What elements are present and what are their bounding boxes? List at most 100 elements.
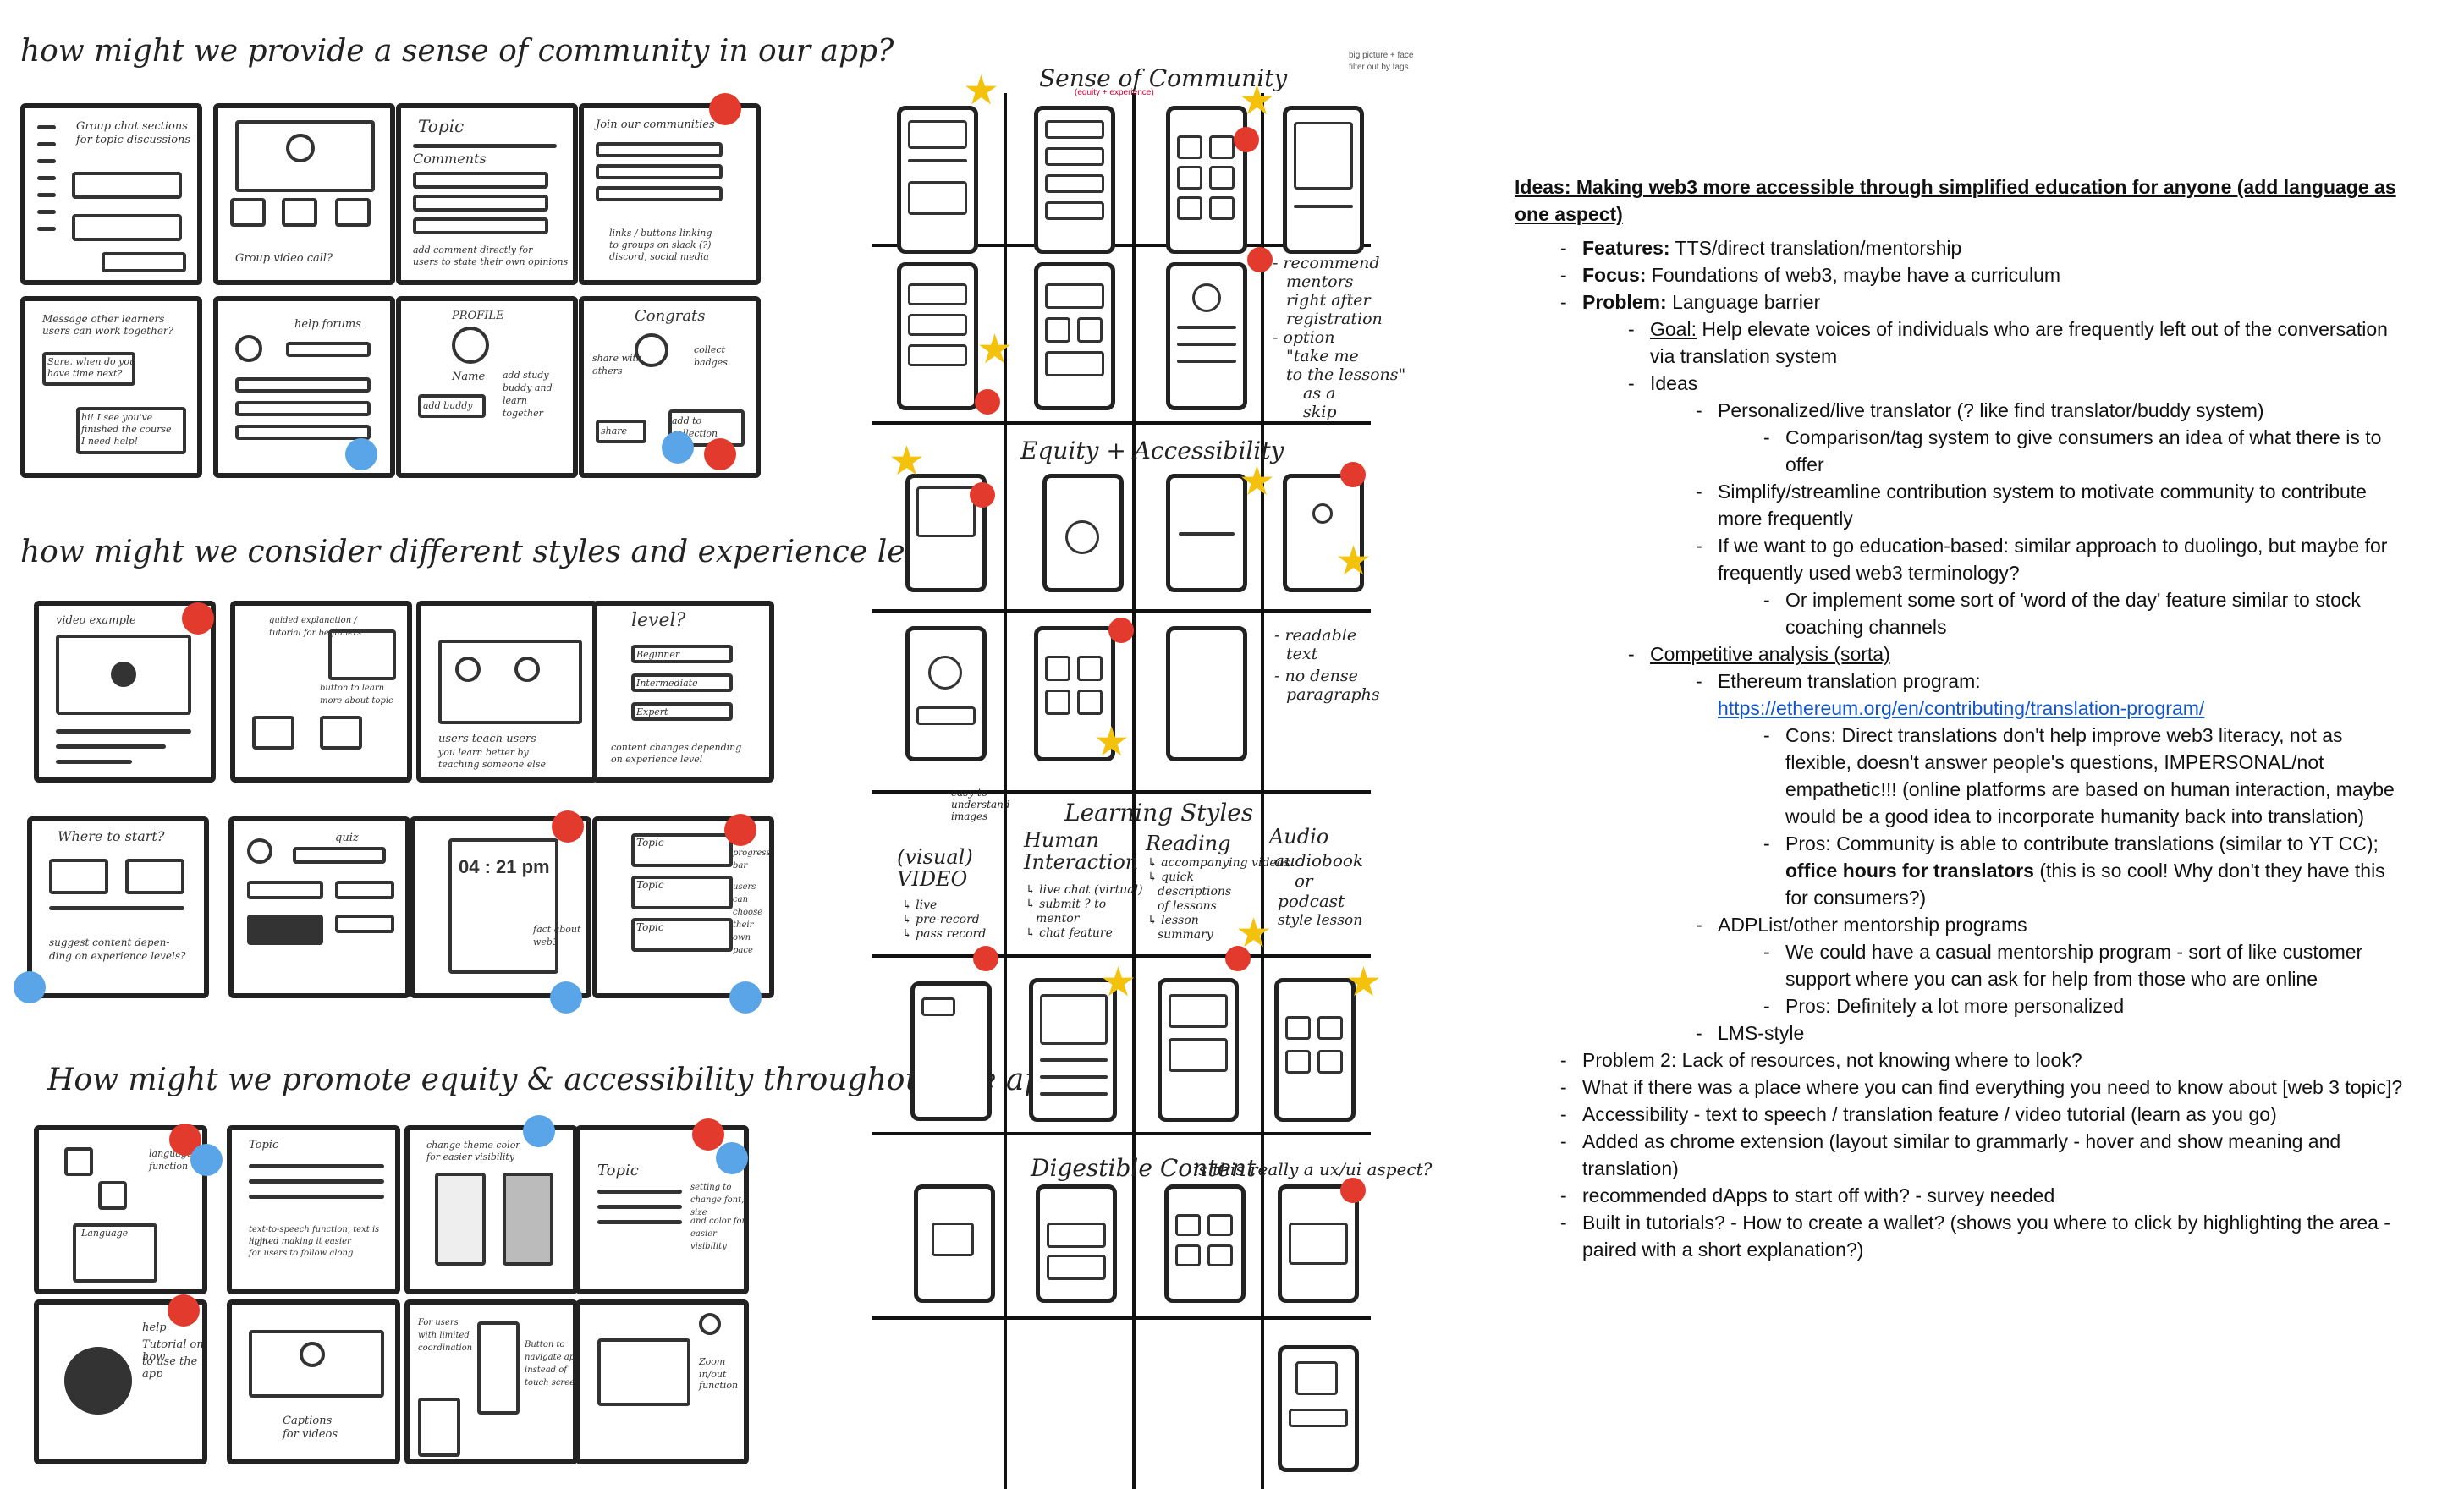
sketch-note: quiz [335,832,359,844]
learning-col-head: (visual) VIDEO [897,845,973,891]
red-sticker-icon [552,810,584,843]
star-icon: ★ [1335,539,1372,584]
top-note: filter out by tags [1349,63,1409,72]
sketch-card: Join our communities links / buttons lin… [579,103,761,285]
star-icon: ★ [1093,720,1130,765]
learning-col-head: Reading [1146,832,1231,855]
phone-sketch [1164,1184,1246,1303]
red-sticker-icon [704,438,736,470]
notes-item: -ADPList/other mentorship programs [1696,914,2027,936]
sketch-card: help Tutorial on how to use the app [34,1299,207,1464]
sketch-note: function [699,1380,739,1391]
red-sticker-icon [709,93,741,125]
sketch-note: Message other learners [42,313,165,325]
note-line: paragraphs [1286,685,1380,704]
note-line: - option [1273,328,1335,347]
notes-item: -Comparison/tag system to give consumers… [1763,426,2382,475]
notes-item: -Simplify/streamline contribution system… [1696,481,2367,530]
star-icon: ★ [963,69,1000,113]
notes-item: -Competitive analysis (sorta) [1628,643,1890,665]
star-icon: ★ [888,439,926,484]
notes-item: -Built in tutorials? - How to create a w… [1560,1212,2390,1261]
notes-item: -Focus: Foundations of web3, maybe have … [1560,264,2061,286]
sketch-note: Topic [249,1139,279,1151]
sketch-note: Language [81,1228,129,1239]
sketch-note: have time next? [47,368,123,379]
phone-sketch [914,1184,995,1303]
learning-col-line: mentor [1036,912,1080,926]
sketch-note: Sure, when do you [47,356,136,367]
learning-col-line: podcast [1278,891,1345,911]
sketch-note: button to learn more about topic [320,684,393,706]
sketch-note: Intermediate [636,678,698,689]
phone-sketch [1034,106,1115,254]
learning-col-head: Audio [1269,825,1329,849]
phone-sketch [1166,474,1247,592]
sketch-note: for videos [283,1428,338,1441]
learning-col-line: style lesson [1278,912,1363,929]
blue-sticker-icon [523,1115,555,1147]
learning-col-line: ↳ pass record [902,927,987,941]
sketch-note: For users with limited coordination [418,1318,473,1353]
sketch-note: and color for easier visibility [690,1217,746,1251]
ideas-notes: Ideas: Making web3 more accessible throu… [1515,173,2403,1263]
blue-sticker-icon [662,431,694,464]
sketch-note: progress bar [733,849,771,871]
sketch-card: level? Beginner Intermediate Expert cont… [592,601,774,783]
phone-sketch [1029,978,1117,1122]
star-icon: ★ [1345,960,1383,1005]
learning-col-line: ↳ accompanying videos [1147,856,1290,870]
sketch-note: suggest content depen- [49,937,170,948]
sketch-note: help forums [294,318,361,331]
learning-col-line: or [1295,871,1313,891]
sketch-note: for users to follow along [249,1249,354,1258]
sketch-note: lighted making it easier [249,1237,351,1246]
sketch-note: text-to-speech function, text is high- [249,1225,380,1247]
sketch-note: Button to navigate app instead of touch … [525,1340,578,1387]
sketch-note: Topic [636,837,664,849]
learning-col-head: Human Interaction [1024,828,1139,874]
sketch-card: video example [34,601,216,783]
section-title: Equity + Accessibility [1020,437,1284,464]
learning-col-line: descriptions [1158,885,1232,898]
sketch-card: users teach users you learn better by te… [416,601,598,783]
sketch-note: Topic [636,879,664,891]
sketch-note: I need help! [81,436,139,447]
sketch-note: Group chat sections [76,120,188,133]
notes-item: -Added as chrome extension (layout simil… [1560,1130,2341,1179]
sketch-card: guided explanation / tutorial for beginn… [230,601,412,783]
sketch-note: help [142,1321,167,1334]
notes-item: -Ethereum translation program:https://et… [1696,670,2205,719]
learning-col-line: ↳ lesson [1147,914,1199,927]
sketch-card: Where to start? suggest content depen- d… [27,816,209,998]
sketch-note: Group video call? [235,252,333,265]
sketch-note: users can work together? [42,325,174,337]
ethereum-link[interactable]: https://ethereum.org/en/contributing/tra… [1718,697,2205,719]
blue-sticker-icon [550,981,582,1014]
sketch-note: collect badges [694,344,728,368]
sketch-note: share with others [592,353,642,376]
sketch-note: discord, social media [609,251,709,262]
hmw-title-2: how might we consider different styles a… [20,535,982,569]
learning-col-line: ↳ live [902,898,938,912]
sketch-note: you learn better by [438,747,529,758]
sketch-note: Zoom in/out [699,1356,727,1380]
sketch-note: PROFILE [452,310,504,322]
sketch-note: Expert [636,706,668,717]
blue-sticker-icon [716,1142,748,1174]
red-sticker-icon [1108,618,1134,643]
phone-sketch [1278,1184,1359,1303]
notes-item: -recommended dApps to start off with? - … [1560,1184,2055,1206]
red-sticker-icon [975,389,1000,415]
note-line: text [1286,645,1318,663]
phone-sketch [1166,626,1247,761]
red-sticker-icon [1340,462,1366,487]
note-line: right after [1286,291,1371,310]
blue-sticker-icon [190,1144,223,1176]
red-sticker-icon [182,602,214,635]
phone-sketch [910,981,992,1121]
phone-sketch [905,626,987,761]
phone-sketch [1166,106,1247,254]
sketch-card: 04 : 21 pm fact about web3 [410,816,591,998]
sketch-card: help forums [213,296,395,478]
